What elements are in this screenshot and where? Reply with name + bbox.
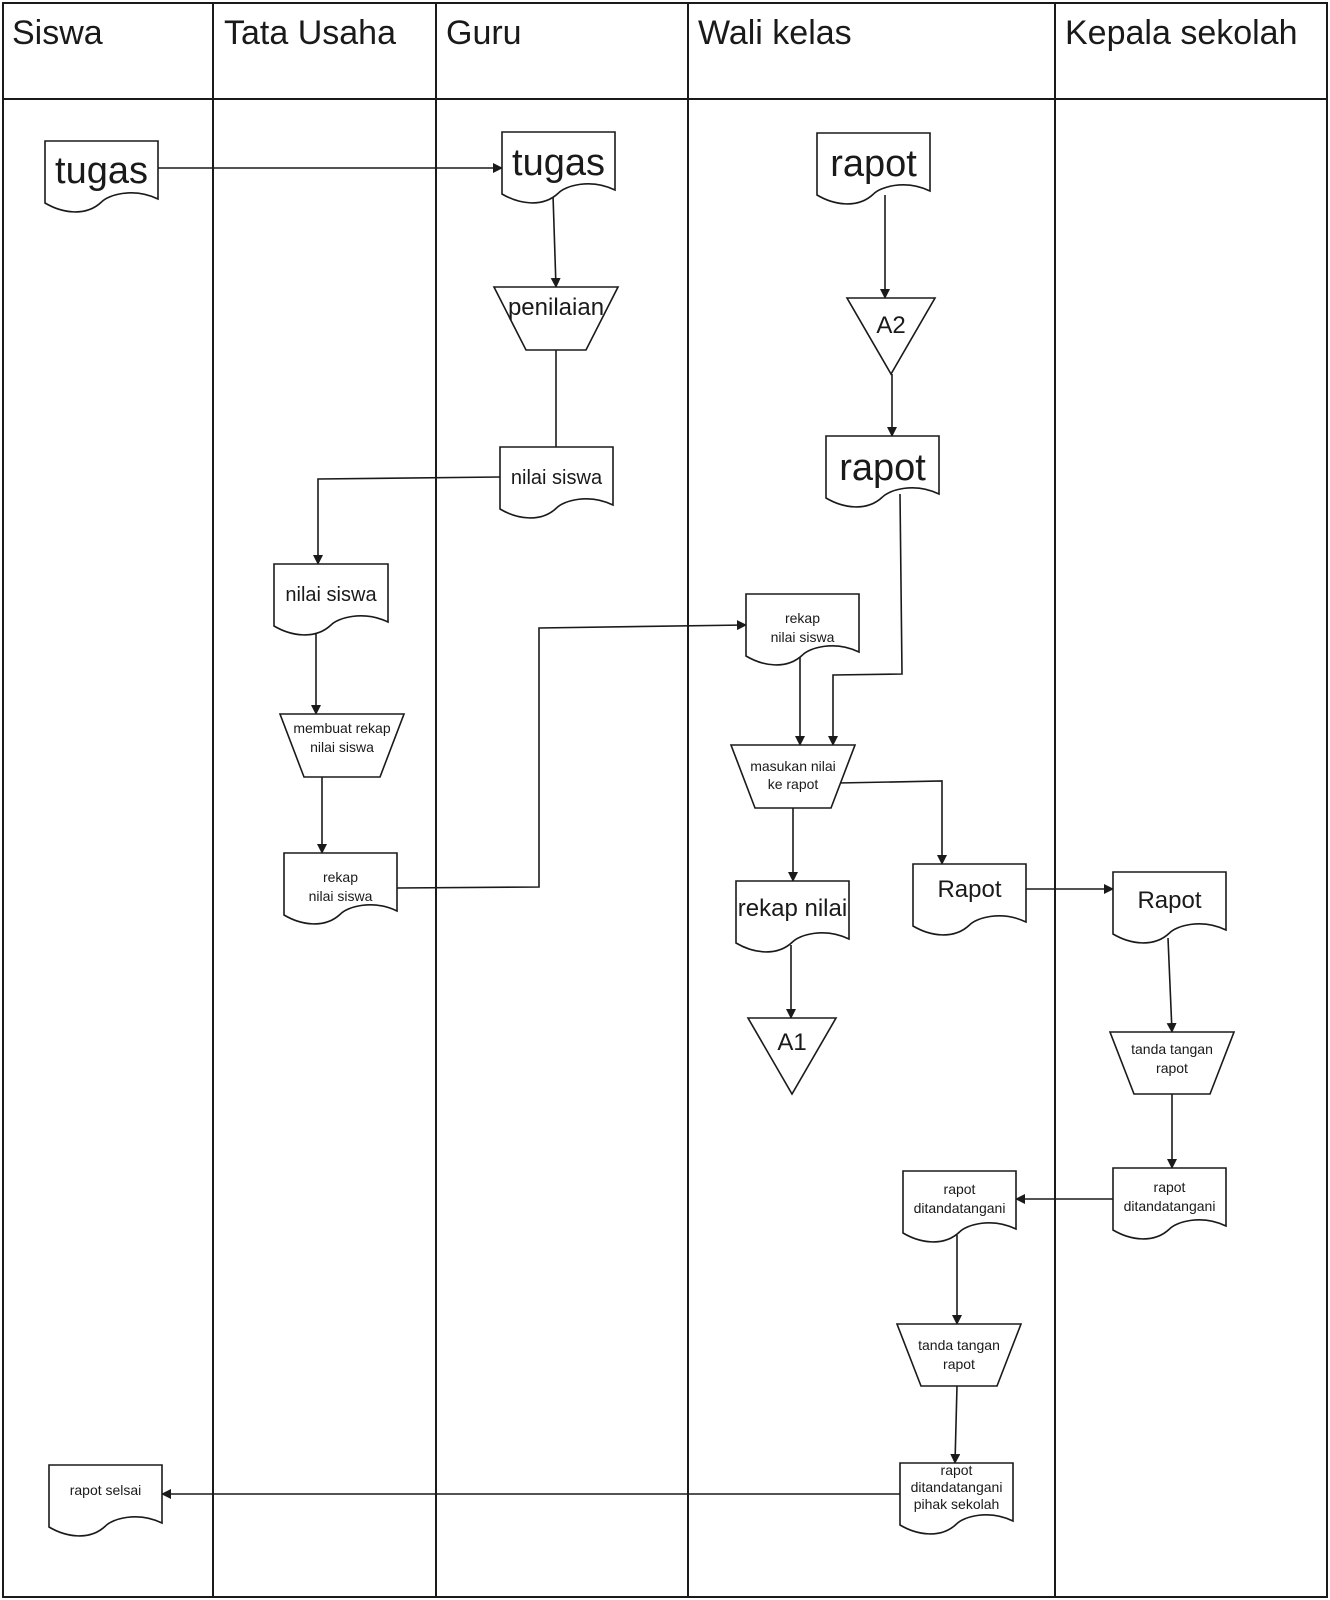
- node-label: ditandatangani: [1124, 1198, 1216, 1214]
- node-ks-rapot: Rapot: [1112, 871, 1227, 944]
- node-label: tanda tangan: [1131, 1041, 1213, 1057]
- document-shape: [825, 435, 940, 508]
- node-label: rapot: [1154, 1179, 1186, 1195]
- document-shape: [912, 863, 1027, 936]
- off-page-connector-shape: [746, 1017, 838, 1096]
- document-shape: [501, 131, 616, 204]
- node-label: penilaian: [508, 294, 604, 321]
- node-wk-a2: A2: [845, 297, 937, 376]
- document-shape: [902, 1170, 1017, 1243]
- edge-rapot-to-masukan: [828, 493, 903, 746]
- document-shape: [745, 593, 860, 666]
- node-tu-rekap: rekap nilai siswa: [283, 852, 398, 925]
- node-label: A1: [777, 1029, 806, 1056]
- lane-title-kepala-sekolah: Kepala sekolah: [1065, 14, 1298, 52]
- document-shape: [1112, 871, 1227, 944]
- lane-headers: Siswa Tata Usaha Guru Wali kelas Kepala …: [12, 14, 1298, 52]
- document-shape: [44, 140, 159, 213]
- node-wk-rapot-2: rapot: [825, 435, 940, 508]
- manual-operation-shape: [1108, 1031, 1236, 1095]
- node-label: rapot: [943, 1356, 975, 1372]
- node-label: A2: [876, 312, 905, 339]
- document-shape: [1112, 1167, 1227, 1240]
- document-shape: [899, 1462, 1014, 1535]
- node-wk-rapot-3: Rapot: [912, 863, 1027, 936]
- node-wk-rapot-ttd: rapot ditandatangani: [902, 1170, 1017, 1243]
- node-wk-rekap: rekap nilai siswa: [745, 593, 860, 666]
- node-ks-tanda-tangan: tanda tangan rapot: [1108, 1031, 1236, 1095]
- lane-title-wali-kelas: Wali kelas: [698, 14, 852, 52]
- document-shape: [499, 446, 614, 519]
- edge-tanda-tangan-to-ttd-sekolah: [950, 1385, 961, 1464]
- node-wk-tanda-tangan: tanda tangan rapot: [895, 1323, 1023, 1387]
- node-label: membuat rekap: [293, 720, 390, 736]
- document-shape: [48, 1464, 163, 1537]
- node-tu-nilai-siswa: nilai siswa: [273, 563, 389, 636]
- node-tu-membuat-rekap: membuat rekap nilai siswa: [278, 713, 406, 778]
- node-siswa-tugas: tugas: [44, 140, 159, 213]
- manual-operation-shape: [729, 744, 857, 809]
- node-label: nilai siswa: [771, 629, 835, 645]
- node-label: pihak sekolah: [914, 1496, 1000, 1512]
- node-wk-rapot-1: rapot: [816, 132, 931, 205]
- node-guru-tugas: tugas: [501, 131, 616, 204]
- off-page-connector-shape: [845, 297, 937, 376]
- lane-title-tata-usaha: Tata Usaha: [224, 14, 396, 52]
- nodes: tugas tugas penilaian nilai siswa nilai sisw…: [44, 131, 1236, 1537]
- node-label: rapot selsai: [70, 1482, 142, 1498]
- node-label: ditandatangani: [911, 1479, 1003, 1495]
- edge-ks-rapot-to-tanda-tangan: [1166, 937, 1177, 1033]
- manual-operation-shape: [895, 1323, 1023, 1387]
- node-wk-a1: A1: [746, 1017, 838, 1096]
- document-shape: [816, 132, 931, 205]
- document-shape: [283, 852, 398, 925]
- node-siswa-rapot-selesai: rapot selsai: [48, 1464, 163, 1537]
- node-label: rapot: [1156, 1060, 1188, 1076]
- node-label: rekap: [323, 869, 358, 885]
- node-label: nilai siswa: [309, 888, 373, 904]
- manual-operation-shape: [278, 713, 406, 778]
- lane-title-siswa: Siswa: [12, 14, 103, 52]
- node-guru-penilaian: penilaian: [492, 286, 620, 351]
- node-wk-masukan: masukan nilai ke rapot: [729, 744, 857, 809]
- node-label: nilai siswa: [285, 584, 377, 606]
- lane-title-guru: Guru: [446, 14, 522, 52]
- node-label: Rapot: [937, 876, 1001, 903]
- edge-nilai-siswa-to-tu: [313, 476, 501, 565]
- connectors: [158, 163, 1177, 1499]
- document-shape: [735, 880, 850, 953]
- edge-tugas-to-penilaian: [550, 194, 561, 288]
- node-wk-rekap-nilai: rekap nilai: [735, 880, 850, 953]
- node-label: rapot: [839, 447, 926, 489]
- node-label: nilai siswa: [511, 467, 603, 489]
- node-label: tugas: [55, 150, 148, 192]
- node-label: rapot: [941, 1462, 973, 1478]
- node-label: tanda tangan: [918, 1337, 1000, 1353]
- manual-operation-shape: [492, 286, 620, 351]
- node-label: rekap nilai: [738, 895, 847, 922]
- node-label: ke rapot: [768, 776, 819, 792]
- node-label: Rapot: [1137, 887, 1201, 914]
- node-ks-rapot-ttd: rapot ditandatangani: [1112, 1167, 1227, 1240]
- node-label: rapot: [830, 143, 917, 185]
- node-label: ditandatangani: [914, 1200, 1006, 1216]
- edge-masukan-to-rapot: [837, 780, 947, 865]
- node-label: nilai siswa: [310, 739, 374, 755]
- node-guru-nilai-siswa: nilai siswa: [499, 446, 614, 519]
- node-label: rekap: [785, 610, 820, 626]
- node-label: rapot: [944, 1181, 976, 1197]
- node-label: tugas: [512, 142, 605, 184]
- document-shape: [273, 563, 389, 636]
- edge-tu-rekap-to-wk-rekap: [396, 620, 747, 889]
- node-label: masukan nilai: [750, 758, 836, 774]
